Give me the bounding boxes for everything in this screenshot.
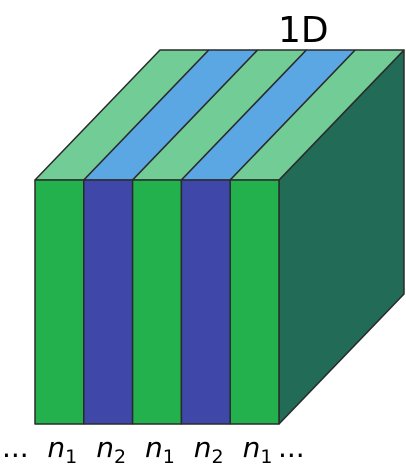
layer-label-1: n1 — [47, 431, 77, 468]
layer-label-2: n2 — [96, 431, 126, 468]
layer-front-3 — [131, 179, 183, 425]
diagram-title: 1D — [278, 10, 329, 51]
layer-front-1 — [34, 179, 85, 425]
ellipsis-right: ... — [278, 431, 305, 464]
layer-label-5: n1 — [243, 431, 273, 468]
layer-front-4 — [180, 179, 231, 425]
layer-label-3: n1 — [145, 431, 175, 468]
layer-front-2 — [83, 179, 134, 425]
layer-label-4: n2 — [194, 431, 224, 468]
layered-cube — [34, 49, 405, 425]
ellipsis-left: ... — [2, 431, 29, 464]
layer-front-5 — [229, 179, 280, 425]
layer-labels: ... ... n1 n2 n1 n2 n1 — [2, 431, 305, 468]
